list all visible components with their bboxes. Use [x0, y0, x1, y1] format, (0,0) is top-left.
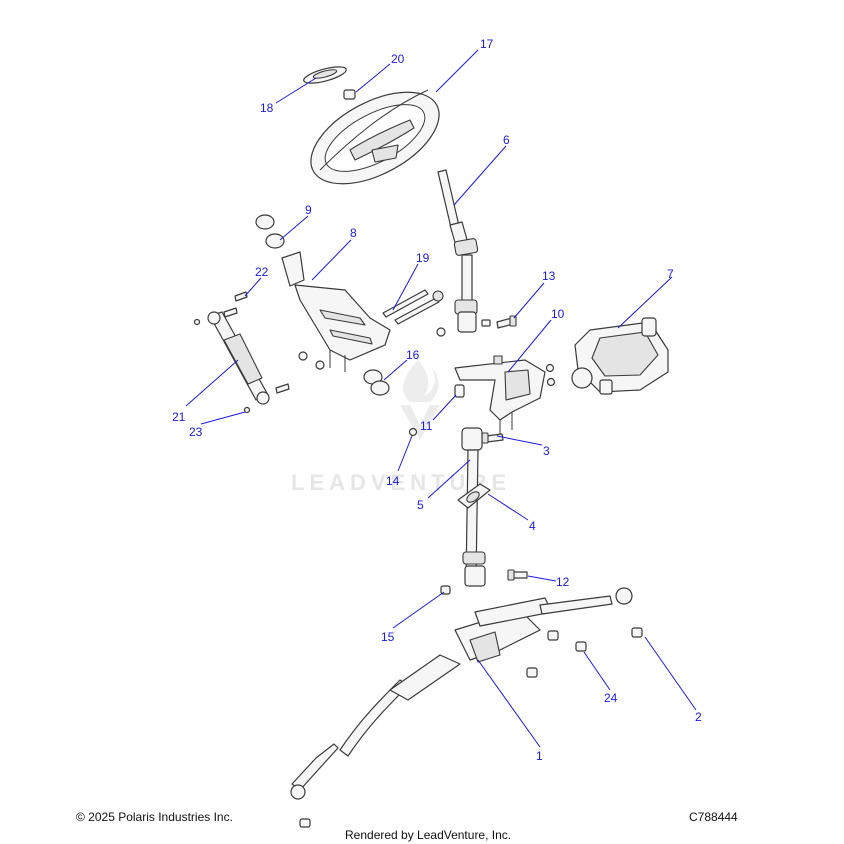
callout-11: 11	[420, 419, 433, 433]
drawing-id: C788444	[689, 810, 738, 824]
callout-7: 7	[667, 267, 674, 281]
intermediate-shaft	[461, 427, 486, 587]
callout-12: 12	[556, 575, 570, 589]
steering-wheel	[310, 89, 440, 185]
upper-steering-shaft	[437, 169, 491, 333]
callout-6: 6	[503, 133, 510, 147]
callout-18: 18	[260, 101, 274, 115]
copyright-text: © 2025 Polaris Industries Inc.	[76, 810, 233, 824]
callout-9: 9	[305, 203, 312, 217]
damper-bolts	[223, 291, 290, 394]
steering-rack	[290, 587, 633, 800]
callout-17: 17	[480, 37, 494, 51]
callout-20: 20	[391, 52, 405, 66]
callout-10: 10	[551, 307, 565, 321]
callout-13: 13	[542, 269, 556, 283]
bolts-19	[382, 289, 444, 325]
callout-4: 4	[529, 519, 536, 533]
leader-lines	[185, 49, 697, 748]
callout-21: 21	[172, 410, 186, 424]
eps-mount-bracket	[454, 355, 546, 440]
callout-24: 24	[604, 691, 618, 705]
callout-14: 14	[386, 474, 400, 488]
steering-damper	[207, 311, 270, 405]
callout-labels: 1 2 3 4 5 6 7 8 9 10 11 12 13 14 15 16 1…	[172, 37, 702, 763]
bushings-9	[255, 214, 285, 249]
eps-unit	[571, 317, 669, 395]
callout-23: 23	[189, 425, 203, 439]
column-bracket	[281, 251, 391, 372]
boot-seal-plate	[457, 483, 491, 509]
callout-8: 8	[350, 226, 357, 240]
callout-16: 16	[406, 348, 420, 362]
callout-22: 22	[255, 265, 269, 279]
callout-5: 5	[417, 498, 424, 512]
small-hardware	[193, 318, 556, 437]
rendered-by-text: Rendered by LeadVenture, Inc.	[345, 828, 512, 842]
callout-2: 2	[695, 710, 702, 724]
callout-3: 3	[543, 444, 550, 458]
bolt-11	[454, 384, 465, 398]
bolt-13	[496, 315, 517, 329]
rack-nuts	[299, 585, 643, 828]
callout-15: 15	[381, 630, 395, 644]
bolt-3	[481, 432, 504, 444]
callout-19: 19	[416, 251, 430, 265]
bushings-16	[363, 369, 390, 396]
callout-1: 1	[536, 749, 543, 763]
bolt-12	[507, 569, 528, 581]
wheel-nut	[343, 89, 356, 100]
horn-badge	[303, 66, 347, 84]
